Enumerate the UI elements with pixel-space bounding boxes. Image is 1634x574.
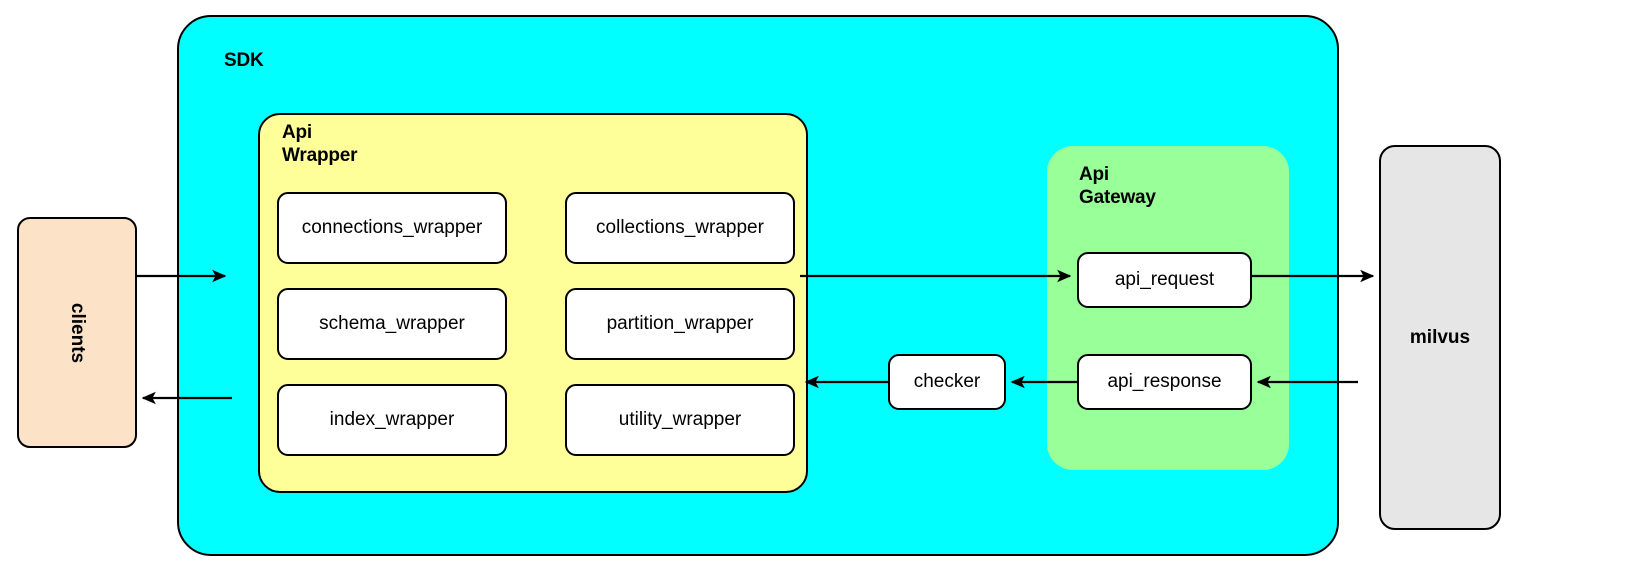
clients-label: clients	[66, 302, 88, 363]
clients-box[interactable]: clients	[17, 217, 137, 448]
api-gateway-container[interactable]: Api Gateway	[1047, 146, 1289, 470]
milvus-box[interactable]: milvus	[1379, 145, 1501, 530]
node-label: partition_wrapper	[606, 313, 754, 334]
node-label: api_response	[1107, 371, 1222, 392]
node-label: checker	[913, 371, 981, 392]
node-label: index_wrapper	[329, 409, 455, 430]
node-label: connections_wrapper	[301, 217, 483, 238]
node-api-request[interactable]: api_request	[1077, 252, 1252, 308]
node-label: api_request	[1114, 269, 1215, 290]
node-connections-wrapper[interactable]: connections_wrapper	[277, 192, 507, 264]
node-label: collections_wrapper	[596, 217, 764, 238]
milvus-label: milvus	[1409, 326, 1471, 348]
api-gateway-label: Api Gateway	[1079, 164, 1156, 209]
node-partition-wrapper[interactable]: partition_wrapper	[565, 288, 795, 360]
node-utility-wrapper[interactable]: utility_wrapper	[565, 384, 795, 456]
node-api-response[interactable]: api_response	[1077, 354, 1252, 410]
node-collections-wrapper[interactable]: collections_wrapper	[565, 192, 795, 264]
node-index-wrapper[interactable]: index_wrapper	[277, 384, 507, 456]
node-label: schema_wrapper	[319, 313, 465, 334]
node-label: utility_wrapper	[618, 409, 742, 430]
node-checker[interactable]: checker	[888, 354, 1006, 410]
node-schema-wrapper[interactable]: schema_wrapper	[277, 288, 507, 360]
api-wrapper-label: Api Wrapper	[282, 122, 358, 167]
sdk-label: SDK	[224, 50, 264, 71]
